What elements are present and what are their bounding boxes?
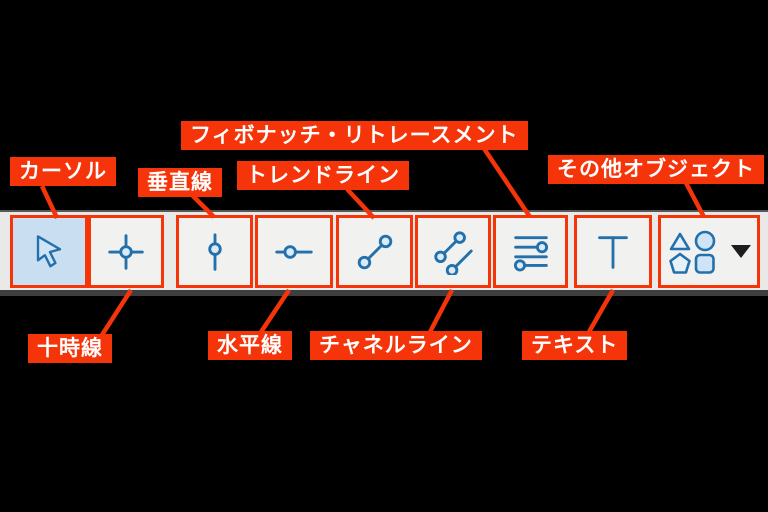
connector-text [587,288,615,334]
connector-fibonacci [481,145,532,219]
annotation-label-fibonacci: フィボナッチ・リトレースメント [181,121,528,150]
annotation-label-other-objects: その他オブジェクト [548,155,764,184]
toolbar-button-channel-line[interactable] [415,215,491,288]
dropdown-caret-icon[interactable] [731,245,751,258]
cursor-arrow-icon [36,234,62,267]
toolbar-button-horizontal-line[interactable] [255,215,333,288]
annotation-label-horizontal-line: 水平線 [208,331,292,360]
annotation-label-cursor: カーソル [10,157,116,186]
horizontal-line-icon [275,244,313,259]
text-t-icon [598,235,628,269]
toolbar-button-trend-line[interactable] [336,215,413,288]
toolbar-button-other-objects[interactable] [658,215,760,288]
toolbar-button-text[interactable] [574,215,652,288]
trend-line-icon [357,234,392,269]
connector-channel-line [428,288,454,334]
toolbar-button-vertical-line[interactable] [176,215,253,288]
toolbar-button-crosshair[interactable] [88,215,164,288]
vertical-line-icon [207,232,222,271]
annotation-label-channel-line: チャネルライン [310,331,482,360]
connector-horizontal-line [259,288,291,334]
crosshair-icon [108,233,144,270]
annotation-label-vertical-line: 垂直線 [138,168,222,197]
toolbar-button-cursor[interactable] [10,215,88,288]
annotation-label-text: テキスト [522,331,628,360]
annotation-label-trend-line: トレンドライン [237,161,409,190]
fibonacci-lines-icon [513,235,548,271]
annotation-label-crosshair: 十時線 [28,334,112,363]
connector-crosshair [100,288,133,337]
channel-line-icon [434,230,473,275]
shapes-icon [669,230,716,274]
toolbar-button-fibonacci-retracement[interactable] [493,215,568,288]
